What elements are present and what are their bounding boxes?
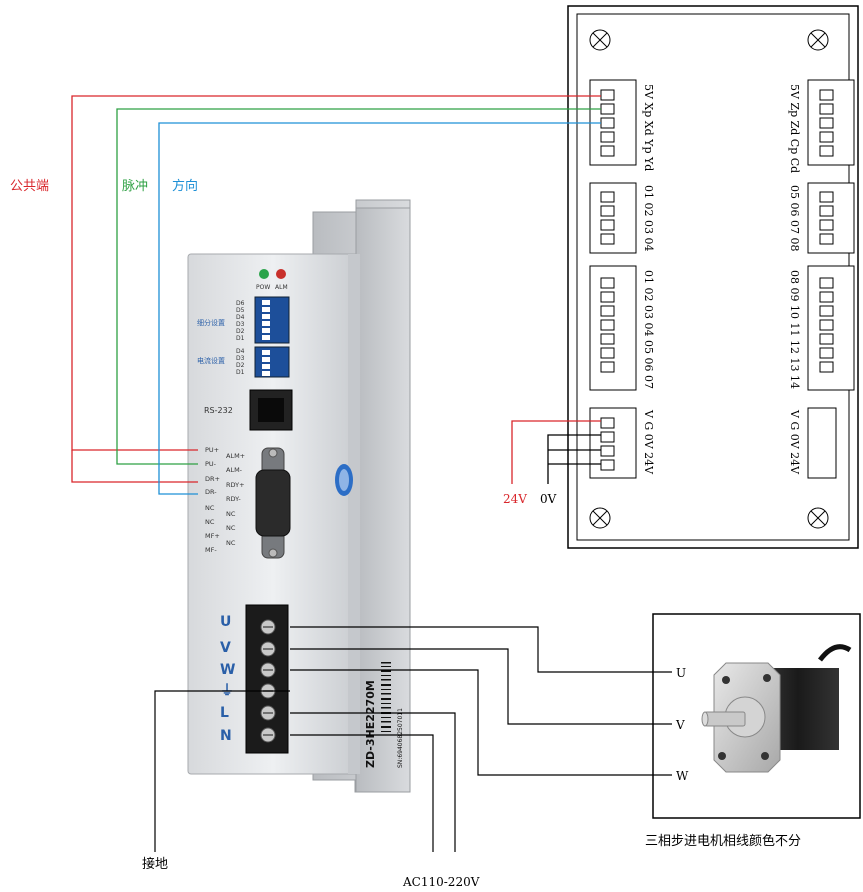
- svg-text:D4: D4: [236, 314, 245, 321]
- 24v-label: 24V: [503, 492, 527, 506]
- alm-label: ALM: [275, 284, 288, 291]
- ac-power-label: AC110-220V: [402, 875, 480, 889]
- stepper-motor: [652, 613, 861, 819]
- screw-icon: [807, 507, 829, 529]
- board-connector-left-3: [589, 265, 637, 391]
- driver-right-pin-labels: ALM+ ALM- RDY+ RDY- NC NC NC: [226, 452, 245, 547]
- svg-text:U: U: [220, 614, 231, 630]
- svg-text:W: W: [220, 662, 235, 678]
- svg-text:MF+: MF+: [205, 532, 220, 540]
- driver-left-pin-labels: PU+ PU- DR+ DR- NC NC MF+ MF-: [205, 446, 220, 554]
- board-label-left-1: 5V Xp Xd Yp Yd: [642, 84, 655, 171]
- board-connector-left-4: [589, 407, 637, 479]
- phase-u-label: U: [676, 666, 686, 680]
- board-label-left-2: 01 02 03 04: [642, 185, 655, 251]
- subdivision-setting-label: 细分设置: [197, 318, 225, 327]
- subdivision-d-labels: D6 D5 D4 D3 D2 D1: [236, 300, 245, 342]
- brand-logo: [335, 464, 353, 496]
- motor-cable: [818, 644, 852, 662]
- controller-board: 5V Xp Xd Yp Yd 01 02 03 04 01 02 03 04 0…: [567, 5, 859, 549]
- svg-text:PU+: PU+: [205, 446, 219, 454]
- ground-label: 接地: [142, 856, 168, 872]
- wire-common-dr: [71, 450, 198, 483]
- board-connector-right-3: [807, 265, 855, 391]
- svg-text:D4: D4: [236, 348, 245, 355]
- wire-24v: [511, 420, 601, 484]
- rs232-label: RS-232: [204, 406, 233, 415]
- svg-text:PU-: PU-: [205, 460, 217, 468]
- svg-text:D2: D2: [236, 362, 245, 369]
- power-terminal-block[interactable]: [245, 604, 289, 754]
- svg-text:RDY-: RDY-: [226, 495, 241, 503]
- subdivision-dip-switch[interactable]: [254, 296, 290, 344]
- common-terminal-label: 公共端: [10, 179, 49, 194]
- wire-common-pu: [71, 95, 601, 451]
- signal-db15-connector[interactable]: [255, 447, 291, 559]
- svg-text:D2: D2: [236, 328, 245, 335]
- screw-icon: [807, 29, 829, 51]
- svg-text:NC: NC: [226, 524, 236, 532]
- svg-text:NC: NC: [226, 539, 236, 547]
- svg-text:DR-: DR-: [205, 488, 217, 496]
- signal-wires: [71, 95, 601, 495]
- svg-text:NC: NC: [205, 504, 215, 512]
- board-connector-left-1: [589, 79, 637, 166]
- screw-icon: [589, 29, 611, 51]
- stepper-driver: POW ALM 细分设置 电流设置 D6 D5 D4 D3 D2 D1 D4 D…: [187, 199, 411, 793]
- svg-text:RDY+: RDY+: [226, 481, 245, 489]
- pow-label: POW: [256, 284, 270, 291]
- svg-text:ALM+: ALM+: [226, 452, 245, 460]
- board-label-right-1: 5V Zp Zd Cp Cd: [788, 84, 801, 173]
- svg-text:D6: D6: [236, 300, 245, 307]
- board-connector-right-2: [807, 182, 855, 254]
- svg-text:N: N: [220, 728, 232, 744]
- phase-w-label: W: [676, 769, 689, 783]
- rs232-port[interactable]: [249, 389, 293, 431]
- svg-text:DR+: DR+: [205, 475, 220, 483]
- svg-text:D3: D3: [236, 355, 245, 362]
- direction-label: 方向: [172, 178, 198, 194]
- svg-text:V: V: [220, 640, 231, 656]
- current-dip-switch[interactable]: [254, 346, 290, 378]
- 0v-label: 0V: [540, 492, 557, 506]
- svg-text:ALM-: ALM-: [226, 466, 243, 474]
- board-label-right-3: 08 09 10 11 12 13 14: [788, 270, 801, 389]
- motor-phase-wires: [290, 626, 672, 776]
- board-label-right-4: V G 0V 24V: [788, 409, 801, 475]
- board-connector-right-4: [807, 407, 837, 479]
- current-d-labels: D4 D3 D2 D1: [236, 348, 245, 376]
- serial-number: SN:6940682507011: [397, 708, 404, 768]
- power-24v-wires: [511, 420, 601, 484]
- model-number: ZD-3HE2270M: [364, 680, 377, 768]
- board-label-right-2: 05 06 07 08: [788, 185, 801, 251]
- phase-v-label: V: [675, 718, 685, 732]
- svg-text:D1: D1: [236, 335, 245, 342]
- svg-text:D3: D3: [236, 321, 245, 328]
- board-label-left-3: 01 02 03 04 05 06 07: [642, 270, 655, 389]
- pow-led-icon: [259, 269, 269, 279]
- wire-pulse: [116, 108, 601, 465]
- svg-text:D1: D1: [236, 369, 245, 376]
- svg-text:L: L: [220, 705, 229, 721]
- wire-direction: [158, 122, 601, 495]
- board-label-left-4: V G 0V 24V: [642, 409, 655, 475]
- screw-icon: [589, 507, 611, 529]
- ground-and-ac-wires: [154, 690, 456, 852]
- svg-text:MF-: MF-: [205, 546, 217, 554]
- board-connector-right-1: [807, 79, 855, 166]
- svg-text:NC: NC: [226, 510, 236, 518]
- svg-text:D5: D5: [236, 307, 245, 314]
- wire-0v-a: [547, 434, 601, 484]
- board-connector-left-2: [589, 182, 637, 254]
- motor-note: 三相步进电机相线颜色不分: [645, 833, 801, 849]
- motor-shaft: [704, 711, 746, 727]
- svg-text:NC: NC: [205, 518, 215, 526]
- current-setting-label: 电流设置: [197, 356, 225, 365]
- pulse-label: 脉冲: [122, 179, 148, 194]
- alm-led-icon: [276, 269, 286, 279]
